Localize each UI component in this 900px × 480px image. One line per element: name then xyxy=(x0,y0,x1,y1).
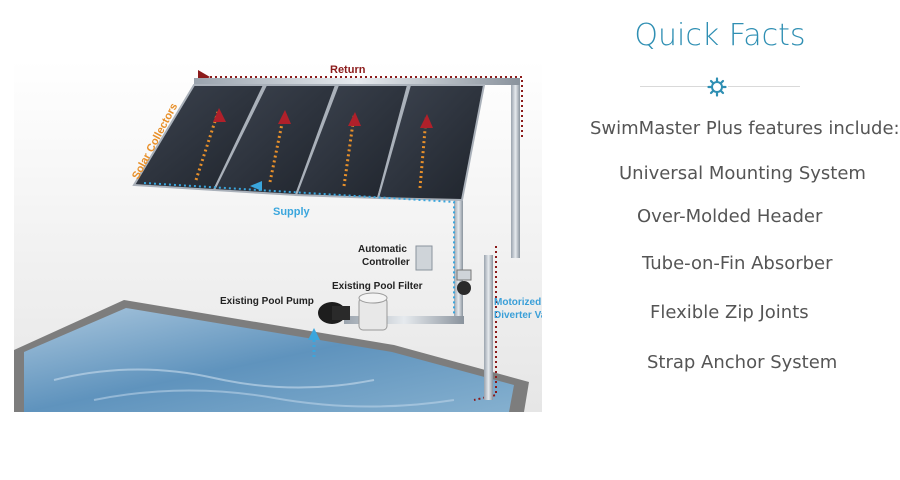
supply-path xyxy=(143,181,455,360)
fact-item: Over-Molded Header xyxy=(637,206,823,227)
existing-pool-filter-label: Existing Pool Filter xyxy=(332,281,423,292)
automatic-controller-box xyxy=(415,245,433,271)
pool-pump xyxy=(318,302,350,324)
quick-facts-title: Quick Facts xyxy=(634,18,806,53)
automatic-controller-label-1: Automatic xyxy=(358,244,407,255)
fact-item: Flexible Zip Joints xyxy=(650,302,809,323)
automatic-controller-label-2: Controller xyxy=(362,257,410,268)
solar-collector-panels xyxy=(132,84,486,202)
features-intro: SwimMaster Plus features include: xyxy=(590,118,900,139)
fact-item: Tube-on-Fin Absorber xyxy=(642,253,833,274)
divider-right xyxy=(728,86,800,87)
diverter-valve xyxy=(456,269,472,295)
plumbing-pipes xyxy=(194,78,520,400)
quick-facts-panel: Quick Facts SwimMaster Plus features inc… xyxy=(560,0,900,480)
divider-left xyxy=(640,86,712,87)
motorized-diverter-label-2: Diverter Valve xyxy=(494,310,542,321)
fact-item: Strap Anchor System xyxy=(647,352,838,373)
motorized-diverter-label-1: Motorized xyxy=(494,297,541,308)
flow-arrows-up xyxy=(194,108,433,189)
pool-filter xyxy=(358,292,388,331)
fact-item: Universal Mounting System xyxy=(619,163,866,184)
solar-system-diagram: Return Solar Collectors Supply Automatic… xyxy=(14,60,561,412)
pool xyxy=(14,300,529,412)
return-label: Return xyxy=(330,64,366,76)
existing-pool-pump-label: Existing Pool Pump xyxy=(220,296,314,307)
supply-label: Supply xyxy=(273,206,311,218)
gear-icon xyxy=(707,77,727,97)
supply-arrow-icon xyxy=(250,181,262,191)
